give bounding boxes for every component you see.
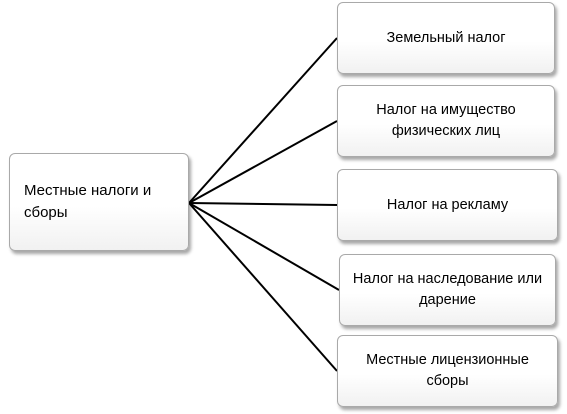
child-node-advertising-tax: Налог на рекламу [337,169,558,241]
child-node-label: Налог на рекламу [386,196,509,213]
connector-line [188,202,338,206]
connector-line [188,202,338,372]
child-node-label: Налог на имущество физических лиц [376,102,516,139]
child-node-property-tax: Налог на имущество физических лиц [337,85,555,157]
child-node-label: Налог на наследование или дарение [352,271,543,308]
root-node-label: Местные налоги и сборы [24,182,152,221]
child-node-land-tax: Земельный налог [337,2,555,74]
connector-line [188,37,338,204]
child-node-inheritance-tax: Налог на наследование или дарение [339,254,556,326]
connector-line [188,120,338,204]
child-node-license-fees: Местные лицензионные сборы [337,335,558,407]
child-node-label: Местные лицензионные сборы [366,352,529,389]
root-node: Местные налоги и сборы [9,153,189,251]
connector-line [188,202,340,291]
child-node-label: Земельный налог [386,29,506,46]
